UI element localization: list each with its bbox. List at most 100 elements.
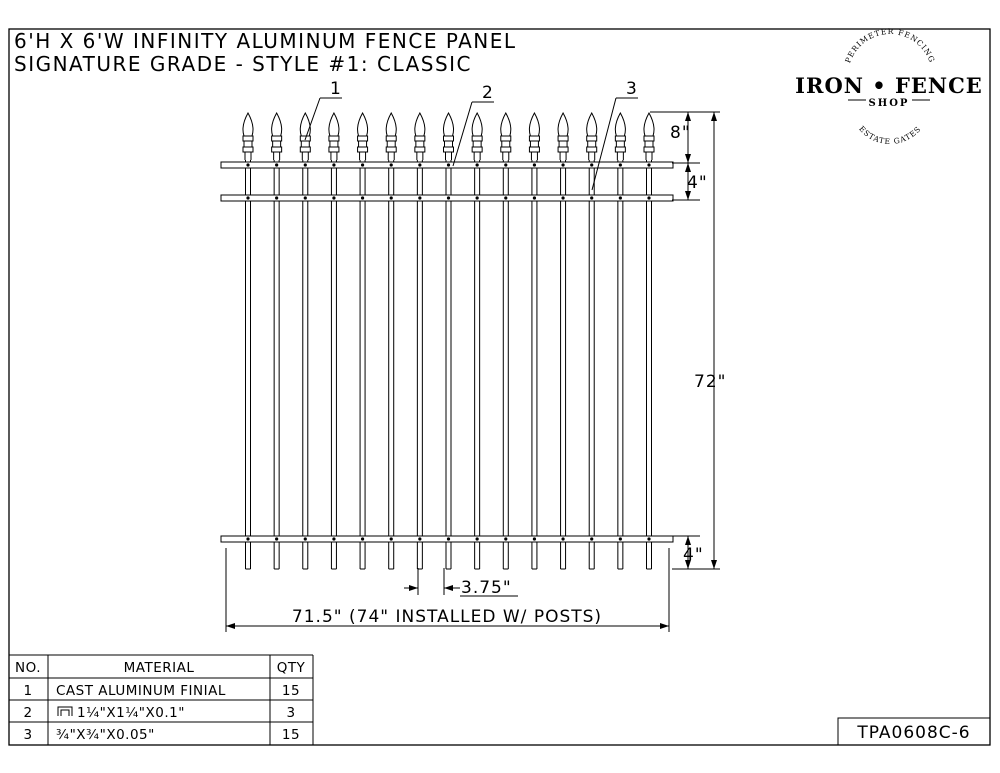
rail-rivet: [389, 196, 393, 200]
rail-rivet: [618, 196, 622, 200]
finial-spear: [328, 111, 340, 137]
rail-rivet: [389, 537, 393, 541]
finial-collar-lower: [385, 146, 397, 153]
finial-collar-lower: [500, 146, 512, 153]
bom-row-1-material: CAST ALUMINUM FINIAL: [56, 683, 226, 699]
width-arrow-left: [226, 623, 235, 629]
finial-neck: [243, 140, 253, 148]
spacing-arrow-right: [444, 585, 453, 591]
rail-rivet: [561, 537, 565, 541]
finial-collar-upper: [500, 135, 512, 142]
finial-neck: [300, 140, 310, 148]
arrow-top-gap-lower: [685, 191, 691, 200]
dim-finial-height: 8": [670, 123, 691, 143]
finial-collar-lower: [557, 146, 569, 153]
rail-rivet: [532, 163, 537, 167]
rail-rivet: [446, 537, 451, 541]
rail-rivet: [504, 537, 508, 541]
finial-spear: [242, 111, 254, 137]
finial-spear: [614, 111, 626, 137]
bill-of-materials-table: [9, 654, 314, 745]
finial-collar-upper: [385, 135, 397, 142]
callout-1-label: 1: [330, 79, 341, 99]
finial-neck: [444, 140, 453, 148]
dim-top-gap: 4": [687, 173, 708, 193]
rail-rivet: [360, 537, 365, 541]
rail-rivet: [332, 163, 336, 167]
rail-rivet: [532, 196, 537, 200]
rail-rivet: [561, 196, 565, 200]
finial-collar-upper: [586, 135, 598, 142]
finial-neck: [415, 140, 425, 148]
finial-collar-upper: [271, 135, 283, 142]
callout-2: 2: [452, 83, 494, 167]
finial-spear: [500, 111, 512, 137]
rail-rivet: [246, 163, 250, 167]
rail-rivet: [303, 537, 307, 541]
rail-rivet: [647, 196, 651, 200]
callout-3: 3: [591, 79, 638, 191]
rail-rivet: [246, 537, 250, 541]
arrow-bottom-gap-upper: [685, 536, 691, 545]
rail-rivet: [647, 537, 651, 541]
rail-rivet: [504, 163, 508, 167]
rail-rivet: [303, 196, 307, 200]
bom-header-qty: QTY: [277, 660, 306, 676]
finial-neck: [386, 140, 396, 148]
arrow-height-bottom: [711, 560, 717, 569]
arrow-height-top: [711, 112, 717, 121]
title-line-1: 6'H X 6'W INFINITY ALUMINUM FENCE PANEL: [14, 29, 517, 53]
finial-collar-lower: [614, 146, 626, 153]
callout-1-leader: [304, 97, 321, 141]
finial-collar-upper: [557, 135, 569, 142]
finial-spear: [528, 111, 540, 137]
rail-rivet: [360, 163, 365, 167]
finial-collar-upper: [471, 135, 483, 142]
rail-rivet: [475, 537, 479, 541]
rail-rivet: [275, 537, 279, 541]
rail-rivet: [303, 163, 307, 167]
bom-row-2-material: 1¼"X1¼"X0.1": [77, 705, 185, 721]
finial-collar-upper: [528, 135, 540, 142]
finial-neck: [501, 140, 511, 148]
rail-rivet: [590, 163, 594, 167]
callout-1: 1: [304, 79, 342, 141]
svg-text:ESTATE GATES: ESTATE GATES: [857, 124, 923, 146]
rail-rivet: [475, 196, 479, 200]
bom-row-3-no: 3: [23, 727, 32, 743]
logo-bottom-arc: ESTATE GATES: [857, 124, 922, 146]
rail-rivet: [246, 196, 250, 200]
rail-rivet: [418, 163, 422, 167]
callout-3-leader: [591, 97, 617, 191]
sheet-border: [8, 28, 991, 746]
dim-bottom-gap: 4": [683, 545, 704, 565]
svg-text:PERIMETER FENCING: PERIMETER FENCING: [843, 27, 936, 64]
width-arrow-right: [660, 623, 669, 629]
finial-spear: [414, 111, 426, 137]
rail-rivet: [389, 163, 393, 167]
rail-rivet: [275, 196, 279, 200]
finial-neck: [529, 140, 539, 148]
rail-rivet: [475, 163, 479, 167]
rail-rivet: [532, 537, 537, 541]
finial-spear: [643, 111, 655, 137]
rail-rivet: [504, 196, 508, 200]
finial-collar-lower: [271, 146, 283, 153]
finial-collar-lower: [242, 146, 254, 153]
finial-neck: [644, 140, 654, 148]
finial-spear: [385, 111, 397, 137]
rail-rivet: [275, 163, 279, 167]
rail-rivet: [332, 537, 336, 541]
rail-rivet: [590, 537, 594, 541]
rail-rivet: [360, 196, 365, 200]
finial-neck: [615, 140, 625, 148]
drawing-number: TPA0608C-6: [856, 723, 970, 743]
finial-collar-upper: [414, 135, 426, 142]
finial-collar-upper: [242, 135, 254, 142]
finial-collar-upper: [443, 135, 454, 142]
dim-width: 71.5" (74" INSTALLED W/ POSTS): [292, 607, 602, 627]
logo-top-arc: PERIMETER FENCING: [843, 27, 935, 64]
finial-spear: [471, 111, 483, 137]
rail-rivet: [590, 196, 594, 200]
